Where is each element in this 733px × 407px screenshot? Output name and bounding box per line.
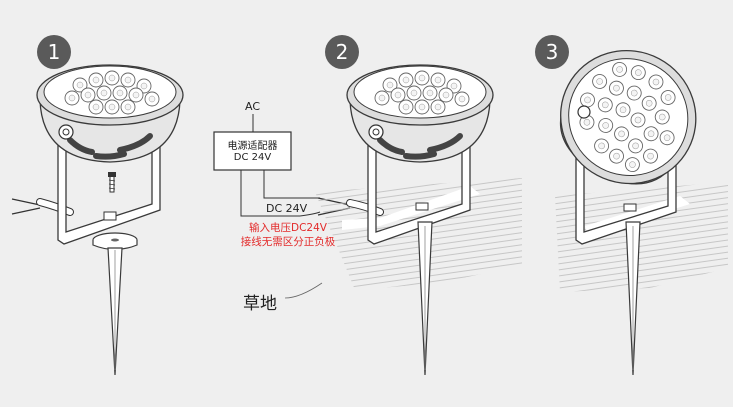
step-1-badge: 1 [37, 35, 71, 69]
voltage-note: 输入电压DC24V [249, 222, 327, 234]
panel-1-light [11, 64, 184, 376]
step-2-badge: 2 [325, 35, 359, 69]
ac-label: AC [245, 100, 261, 113]
panel-3-light [555, 49, 728, 376]
step-3-badge: 3 [535, 35, 569, 69]
dc-label: DC 24V [266, 202, 308, 215]
adapter-label: 电源适配器 [227, 141, 278, 152]
wiring-diagram [213, 114, 351, 299]
grass-label: 草地 [243, 294, 277, 314]
panel-2-light [315, 64, 522, 376]
polarity-note: 接线无需区分正负极 [240, 236, 336, 248]
adapter-voltage: DC 24V [233, 152, 272, 163]
